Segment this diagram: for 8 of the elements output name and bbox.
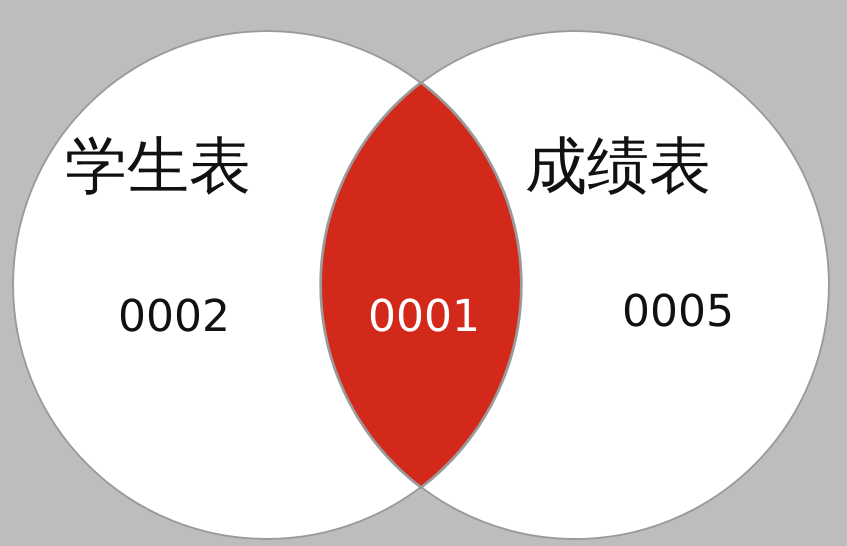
record-id: 0002 xyxy=(118,295,230,339)
set-circle xyxy=(12,30,522,540)
record-id: 0001 xyxy=(368,295,480,339)
set-title: 成绩表 xyxy=(525,135,711,197)
record-id: 0005 xyxy=(622,290,734,334)
set-circle xyxy=(320,30,830,540)
overlap-region xyxy=(320,82,522,488)
set-title: 学生表 xyxy=(65,135,251,197)
